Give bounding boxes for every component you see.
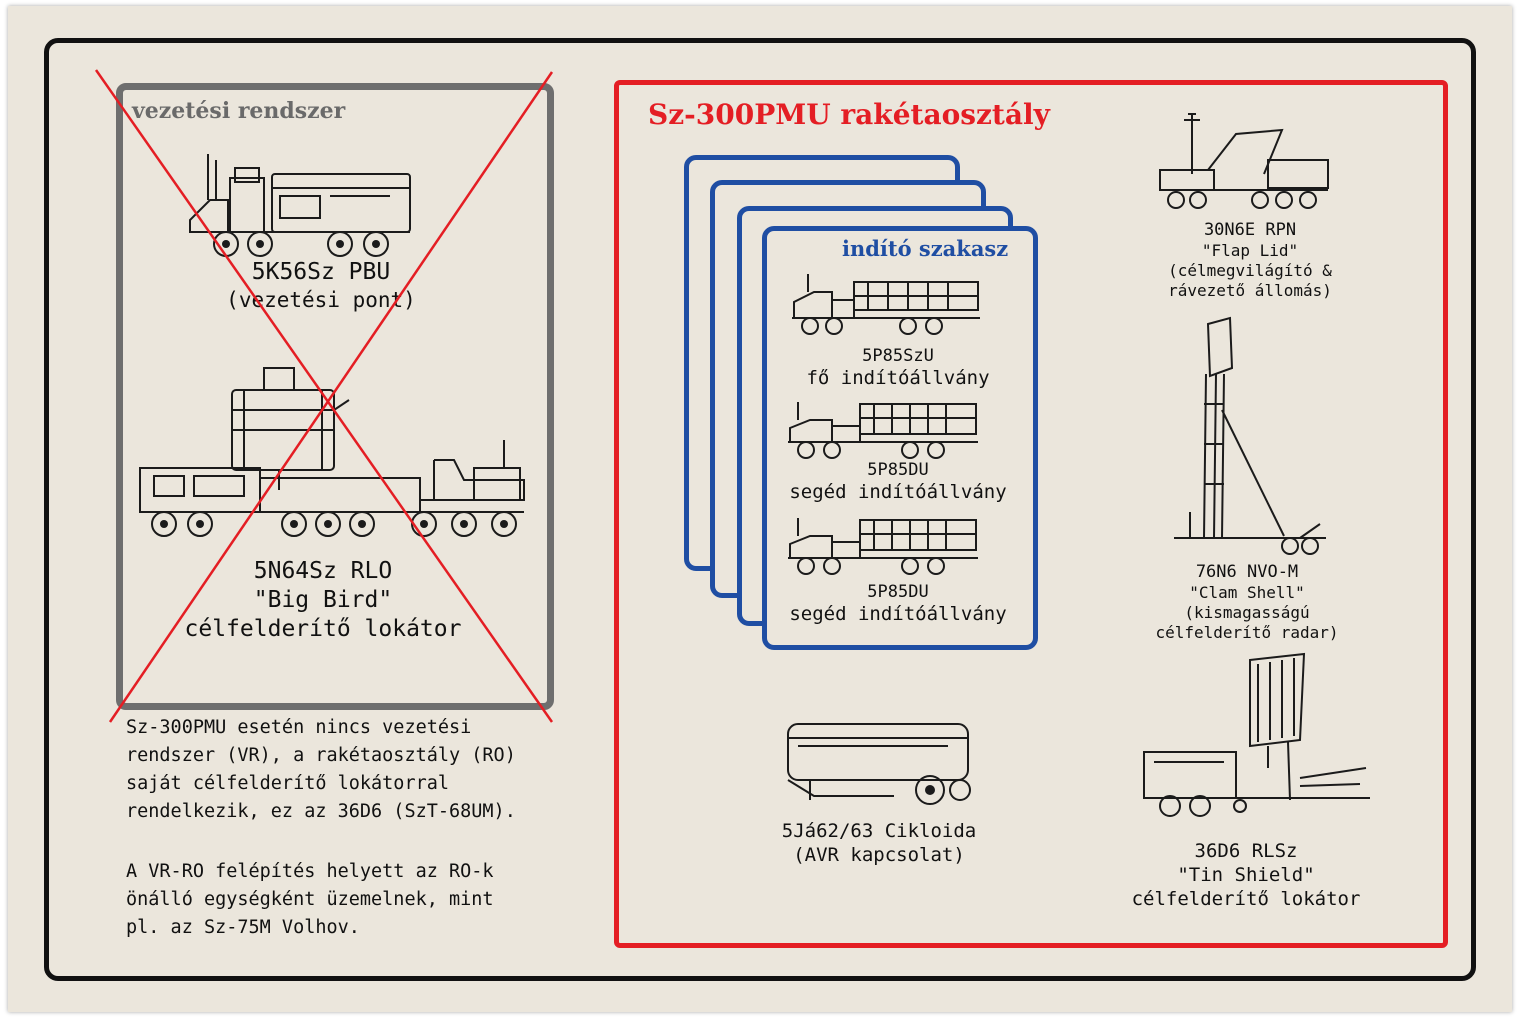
big-bird-label: 5N64Sz RLO "Big Bird" célfelderítő lokát… [184, 558, 462, 642]
command-system-box [116, 83, 554, 710]
tin-shield-radar-illustration [1143, 652, 1370, 817]
launcher-platoon-title: indító szakasz [842, 236, 1009, 261]
missile-battalion-title: Sz-300PMU rakétaosztály [648, 98, 1050, 131]
explanation-note-1: Sz-300PMU esetén nincs vezetési rendszer… [126, 717, 516, 822]
aux-launcher-illustration-2 [788, 518, 978, 575]
avr-trailer-illustration [787, 723, 971, 805]
aux-launcher-illustration-1 [788, 402, 978, 459]
command-post-truck-illustration [189, 154, 411, 257]
main-launcher-label: 5P85SzU fő indítóállvány [806, 346, 990, 390]
tin-shield-label: 36D6 RLSz "Tin Shield" célfelderítő loká… [1131, 840, 1361, 910]
clam-shell-radar-illustration [1174, 316, 1326, 555]
clam-shell-label: 76N6 NVO-M "Clam Shell" (kismagasságú cé… [1155, 562, 1339, 643]
flap-lid-radar-illustration [1159, 113, 1329, 209]
avr-label: 5Já62/63 Cikloida (AVR kapcsolat) [781, 820, 977, 866]
outer-frame [44, 38, 1476, 981]
cross-out-mark [94, 69, 554, 723]
aux-launcher-label-1: 5P85DU segéd indítóállvány [789, 460, 1007, 504]
flap-lid-label: 30N6E RPN "Flap Lid" (célmegvilágító & r… [1168, 220, 1332, 301]
big-bird-radar-illustration [139, 367, 525, 537]
missile-battalion-box [614, 80, 1448, 948]
main-launcher-illustration [792, 274, 980, 335]
aux-launcher-label-2: 5P85DU segéd indítóállvány [789, 582, 1007, 626]
command-post-label: 5K56Sz PBU (vezetési pont) [226, 259, 416, 312]
command-system-title: vezetési rendszer [132, 98, 346, 124]
explanation-note-2: A VR-RO felépítés helyett az RO-k önálló… [126, 861, 494, 938]
